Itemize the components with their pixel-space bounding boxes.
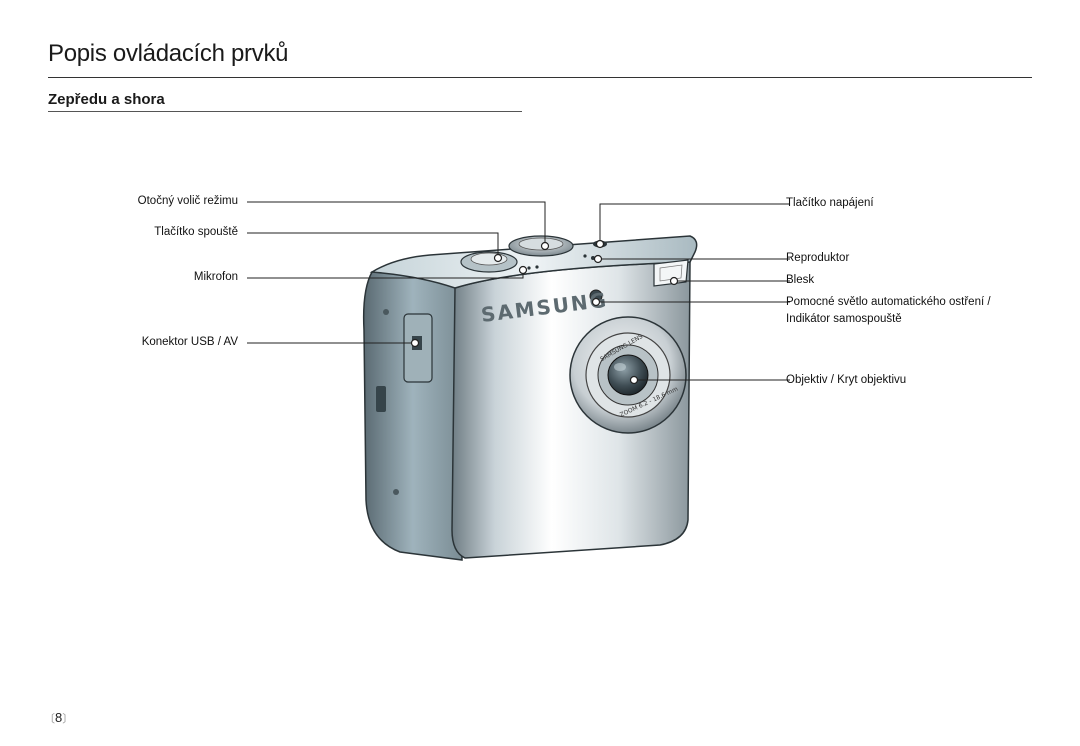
label-mode-dial: Otočný volič režimu xyxy=(137,195,238,207)
section-rule xyxy=(48,111,522,112)
title-rule xyxy=(48,77,1032,78)
label-flash: Blesk xyxy=(786,274,815,286)
page-number-value: 8 xyxy=(55,710,63,725)
strap-lug xyxy=(376,386,386,412)
label-af-line1: Pomocné světlo automatického ostření / xyxy=(786,296,991,308)
page-title: Popis ovládacích prvků xyxy=(48,40,289,67)
page-bracket-right: 〕 xyxy=(62,713,74,725)
label-speaker: Reproduktor xyxy=(786,252,850,264)
label-af-line2: Indikátor samospouště xyxy=(786,313,902,325)
lens-glass xyxy=(607,354,649,396)
label-power: Tlačítko napájení xyxy=(786,197,874,209)
page-bracket-left: 〔 xyxy=(44,713,55,725)
camera-top-surface xyxy=(369,235,698,289)
callout-power xyxy=(599,203,790,244)
callout-shutter xyxy=(247,232,499,258)
section-title: Zepředu a shora xyxy=(48,91,165,108)
flash xyxy=(653,259,689,287)
label-mic: Mikrofon xyxy=(193,271,238,283)
label-shutter: Tlačítko spouště xyxy=(154,226,238,238)
label-usb: Konektor USB / AV xyxy=(141,336,238,348)
label-lens: Objektiv / Kryt objektivu xyxy=(786,374,907,386)
callout-mode-dial xyxy=(247,201,546,246)
page-number: 〔8〕 xyxy=(44,710,73,726)
camera-side-panel xyxy=(362,265,463,561)
